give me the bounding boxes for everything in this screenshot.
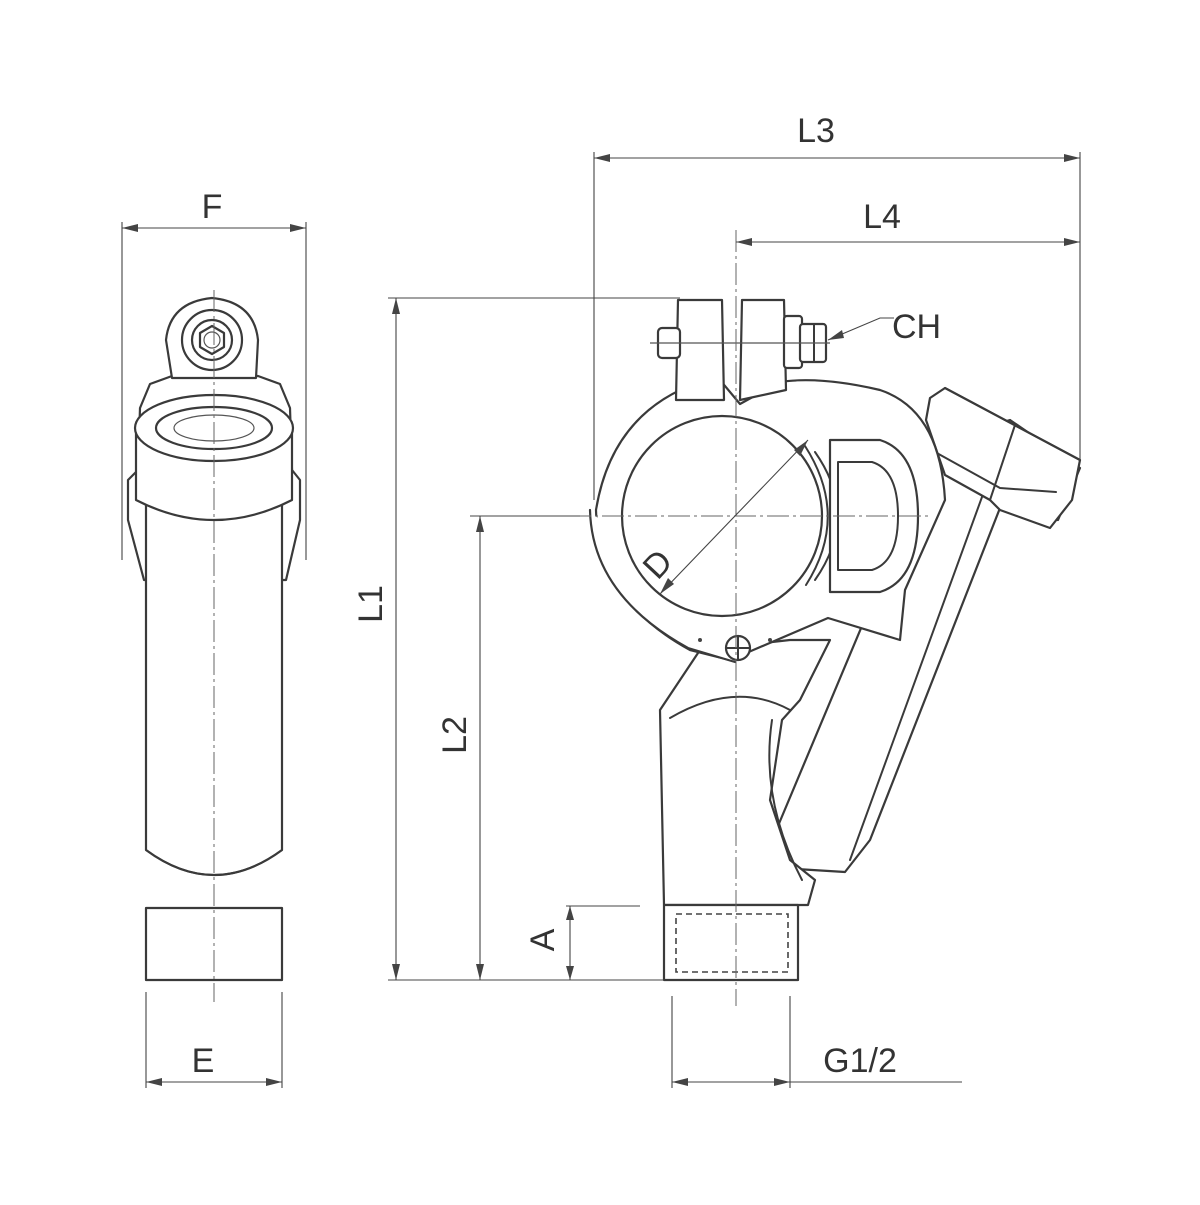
nozzle-head-edge: [934, 451, 1057, 493]
label-l3: L3: [797, 112, 835, 150]
side-bolt-core: [203, 331, 221, 349]
label-f: F: [202, 188, 223, 226]
label-thread: G1/2: [823, 1042, 897, 1080]
clamp-ear-left: [674, 298, 726, 402]
label-l1: L1: [352, 585, 390, 623]
label-l4: L4: [863, 198, 901, 236]
clamp-slot-inner: [837, 461, 899, 571]
hex-nut-icon: [198, 324, 226, 356]
front-view: D L3 L4 CH L1 L2 A: [352, 112, 1082, 1088]
front-fitting: [662, 903, 800, 982]
clamp-ear-right: [738, 298, 788, 402]
nozzle-head-seam: [989, 424, 1016, 501]
side-view: F E: [121, 188, 307, 1088]
label-a: A: [524, 928, 562, 951]
label-ch: CH: [892, 308, 941, 346]
stem-side-curve: [768, 719, 803, 881]
thread-hidden: [675, 913, 789, 973]
ch-leader: [827, 317, 894, 341]
dim-d-line: [659, 439, 809, 595]
stem-top-curve: [669, 695, 791, 719]
nozzle-head-top: [944, 387, 1081, 461]
side-tube-end: [145, 849, 283, 876]
label-e: E: [192, 1042, 215, 1080]
label-l2: L2: [436, 716, 474, 754]
